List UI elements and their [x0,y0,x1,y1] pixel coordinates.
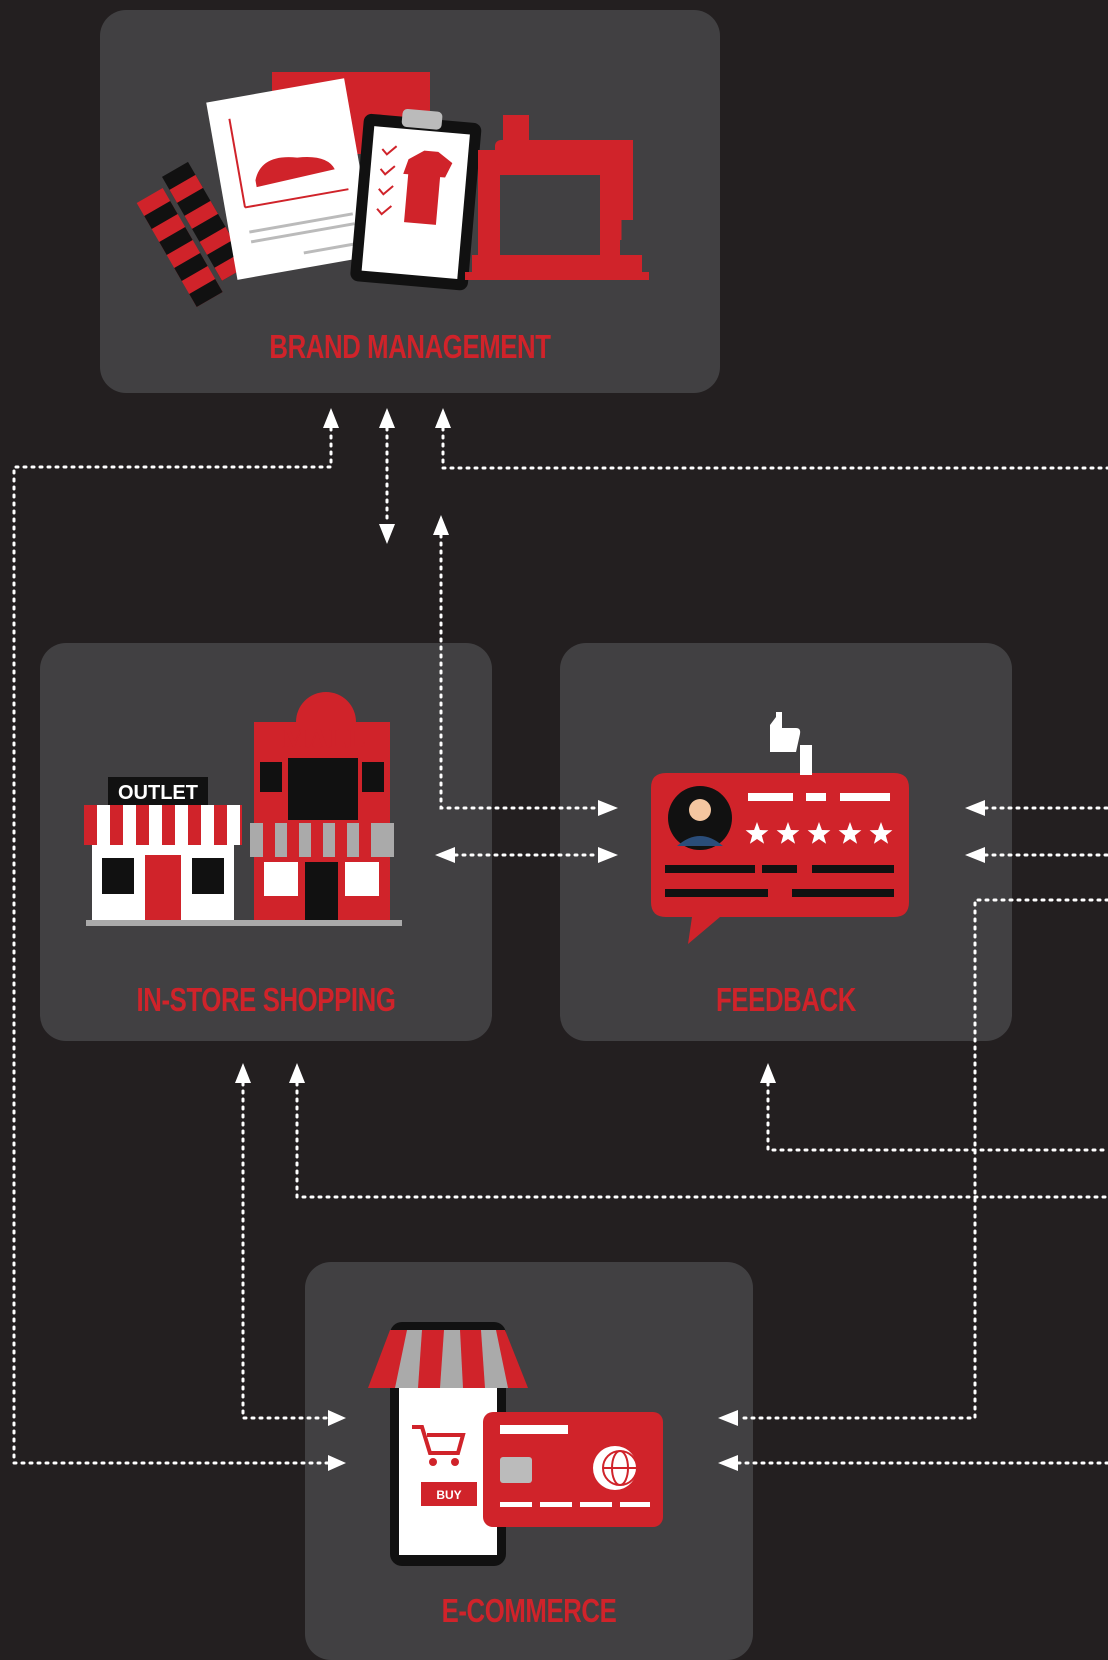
card-chip [500,1457,532,1483]
arrow-head [435,408,451,428]
feedback-label: FEEDBACK [716,981,856,1018]
arrow-head [718,1455,738,1471]
in-store-shopping-label: IN-STORE SHOPPING [136,981,396,1018]
connectors [12,408,1108,1471]
arrow-head [435,847,455,863]
clipboard [350,109,482,291]
connector-right-ecommerce-a [736,898,1108,1420]
arrow-head [598,847,618,863]
star-icon [776,822,800,844]
sweater-icon [403,150,453,225]
buy-button [421,1482,477,1506]
outlet-sign [108,777,208,805]
arrow-head [965,847,985,863]
star-icon [745,822,769,844]
sewing-machine-icon [465,115,649,280]
connector-right-feedback-bottom [766,1081,1108,1152]
connector-instore-ecommerce [241,1081,334,1420]
cart-icon [412,1425,466,1455]
fabric-swatches [136,161,248,307]
arrow-head [760,1063,776,1083]
outlet-sign-text: OUTLET [118,782,198,804]
arrow-head [323,408,339,428]
arrow-head [598,800,618,816]
arrow-head [289,1063,305,1083]
arrow-head [965,800,985,816]
brand-management-illustration [136,72,649,307]
e-commerce-illustration [368,1322,663,1566]
outlet-door [145,855,181,922]
buy-button-text: BUY [436,1488,461,1502]
arrow-head [718,1410,738,1426]
connector-brand-right [441,426,1108,470]
rating-stars [745,822,893,844]
star-icon [869,822,893,844]
arrow-head [328,1410,346,1426]
credit-card [483,1412,663,1527]
connector-right-instore [295,1081,1108,1199]
design-sheet [206,78,376,280]
feedback-illustration [651,712,909,944]
connector-brand-feedback [439,533,600,810]
arrow-head [235,1063,251,1083]
in-store-illustration [84,692,402,926]
connector-brand-ecommerce [12,426,334,1465]
sidewalk [86,920,402,926]
sneaker-icon [255,157,335,188]
arrow-head [379,524,395,544]
arrow-head [379,408,395,428]
arrow-head [328,1455,346,1471]
star-icon [807,822,831,844]
mall-sign-text: MALL [282,724,366,755]
arrow-head [433,515,449,535]
e-commerce-label: E-COMMERCE [441,1592,617,1629]
star-icon [838,822,862,844]
brand-management-label: BRAND MANAGEMENT [269,328,551,365]
mall-store [250,692,394,920]
outlet-store [84,777,402,926]
mall-door [305,862,338,920]
thumbs-up-icon [770,712,801,752]
